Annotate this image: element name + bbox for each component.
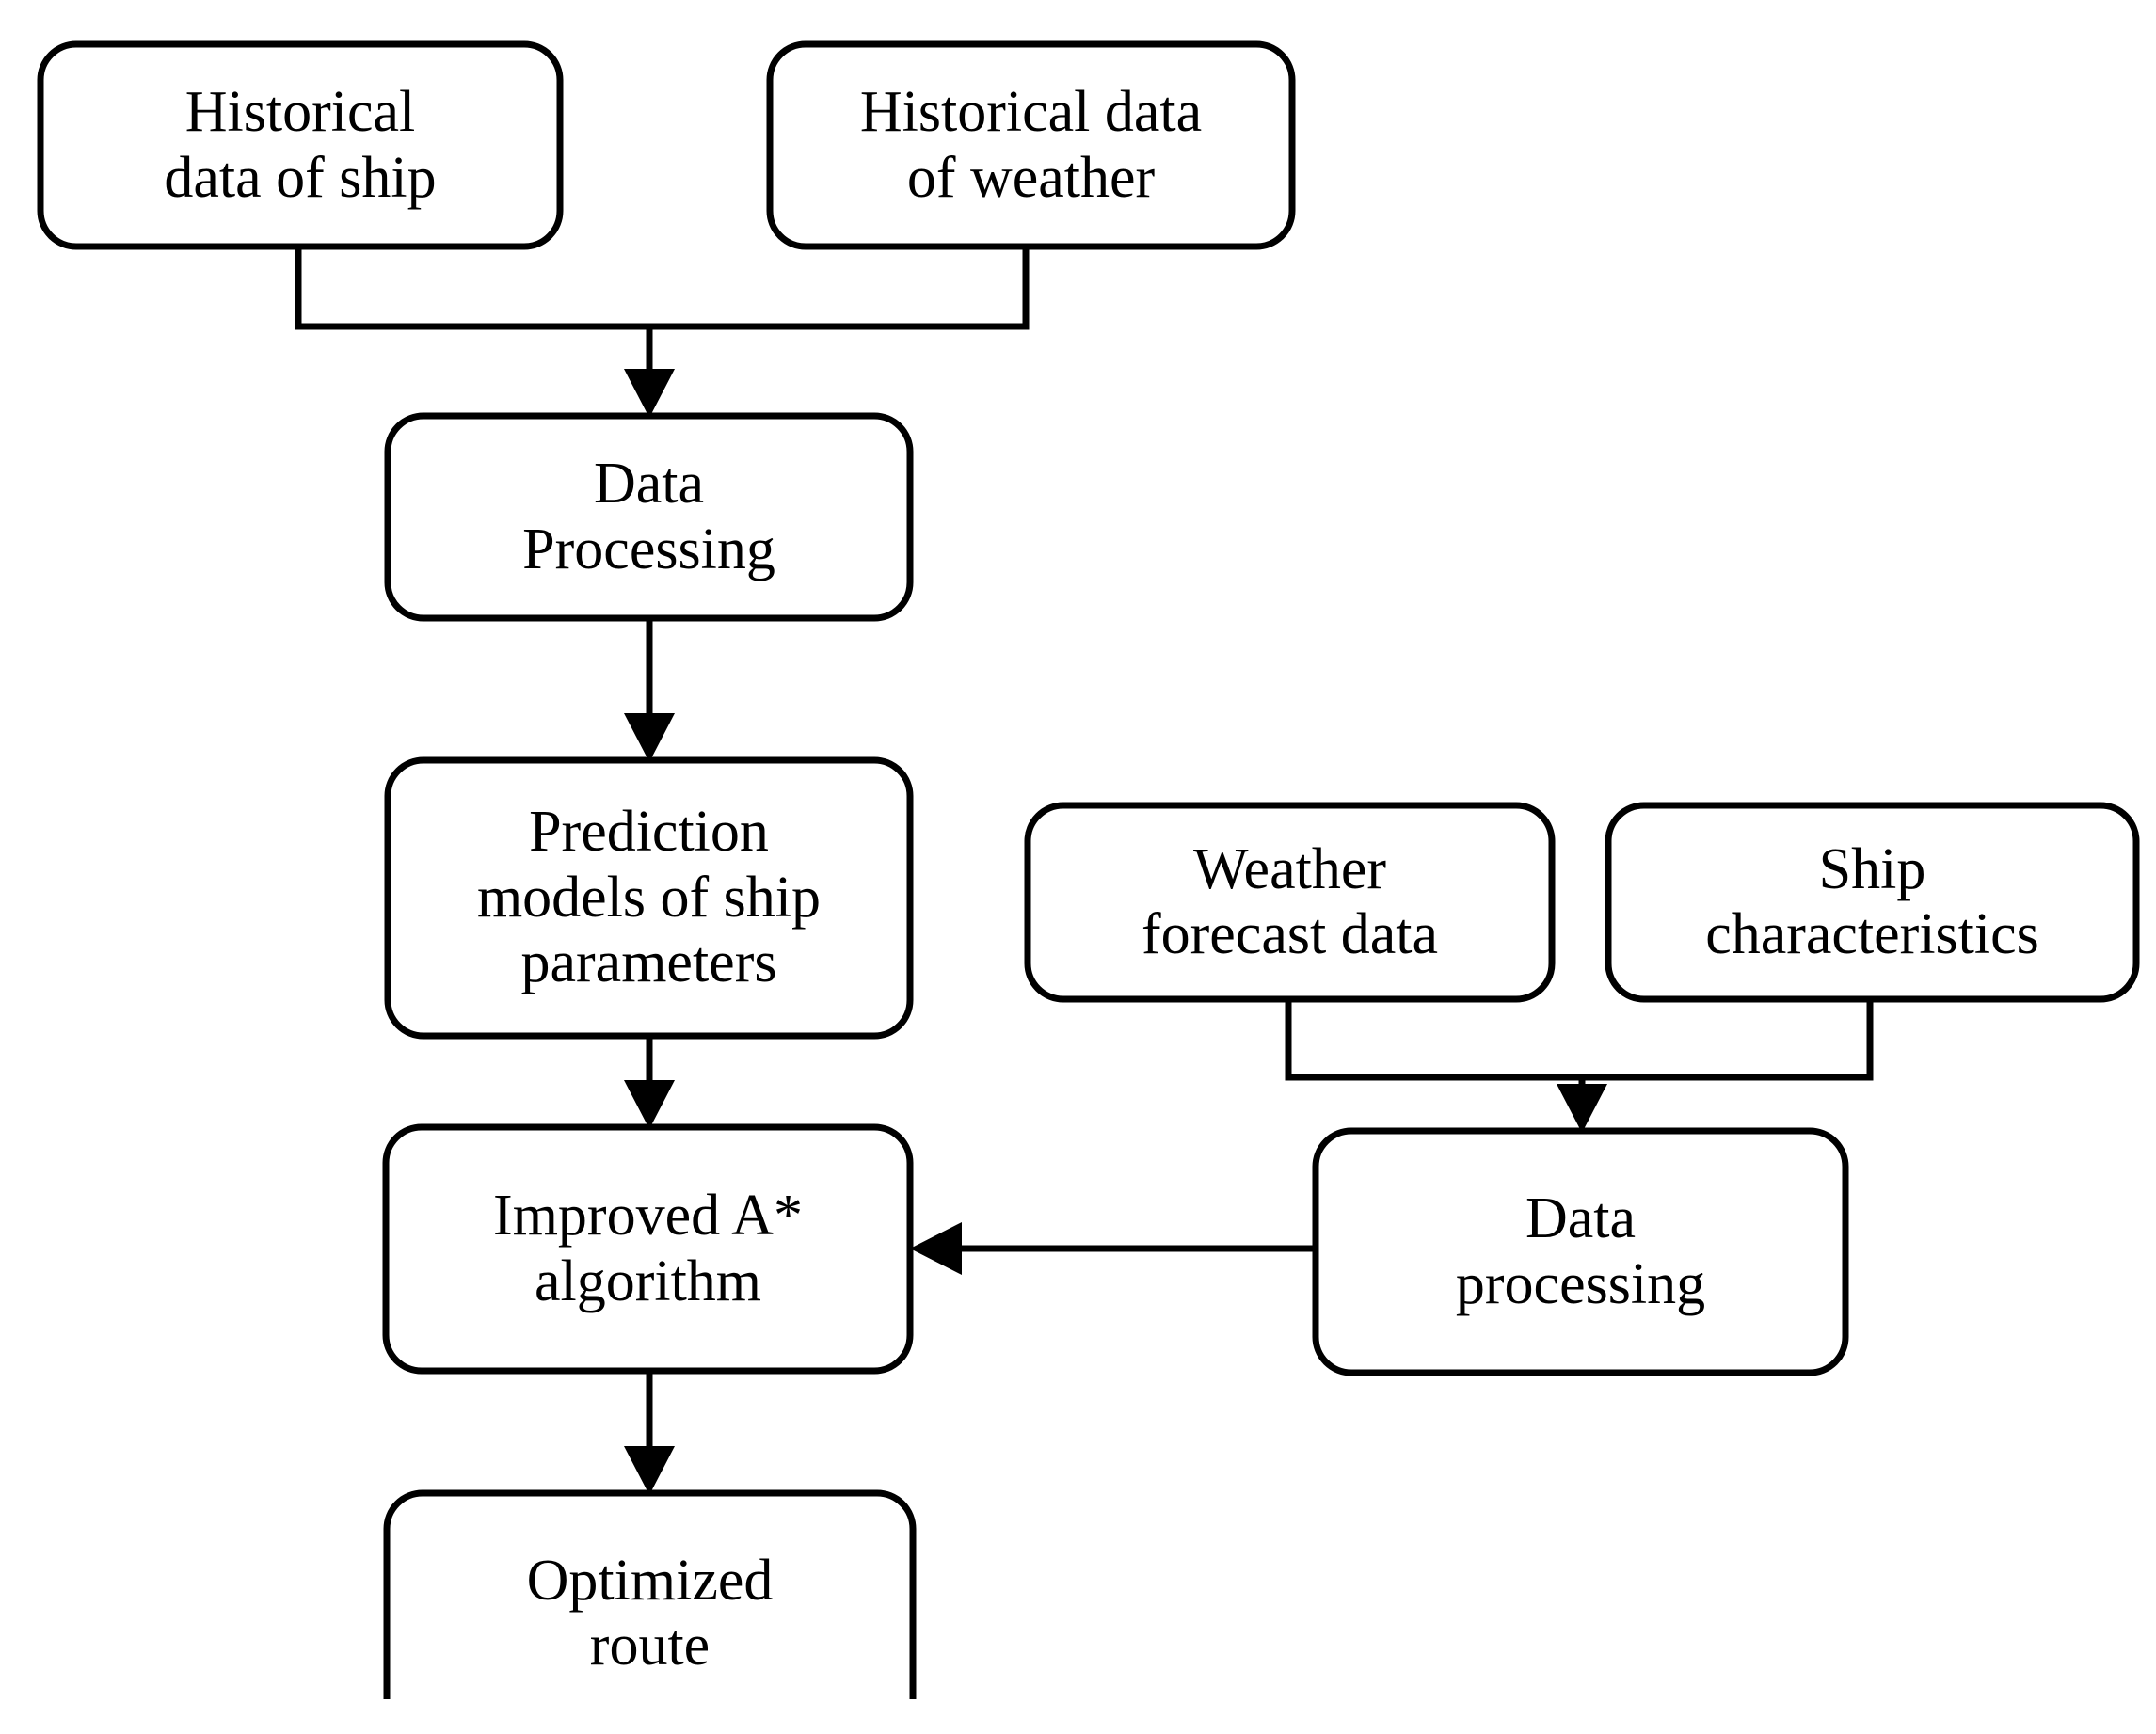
arrowhead-data-processing-to-prediction: [624, 713, 675, 762]
flowchart-canvas: [37, 40, 2140, 1699]
arrowhead-merge-to-data-processing: [624, 369, 675, 418]
arrowhead-merge2-to-data-processing-right: [1557, 1084, 1607, 1133]
arrowhead-astar-to-optimized-route: [624, 1446, 675, 1495]
node-prediction-models[interactable]: [384, 756, 914, 1040]
node-weather-forecast-data[interactable]: [1024, 802, 1556, 1003]
node-optimized-route[interactable]: [383, 1489, 917, 1699]
arrowhead-prediction-to-astar: [624, 1080, 675, 1129]
node-ship-characteristics[interactable]: [1605, 802, 2140, 1003]
node-improved-a-star[interactable]: [382, 1123, 914, 1375]
edge-bottom-merge-bus: [1285, 999, 1874, 1081]
node-data-processing-left[interactable]: [384, 412, 914, 622]
node-data-processing-right[interactable]: [1312, 1127, 1849, 1376]
node-historical-data-ship[interactable]: [37, 40, 564, 250]
edge-top-merge-bus: [295, 247, 1030, 330]
flowchart-diagram: Historical data of ship Historical data …: [37, 40, 2140, 1699]
arrowhead-data-processing-right-to-astar: [910, 1222, 962, 1275]
node-historical-data-weather[interactable]: [766, 40, 1296, 250]
